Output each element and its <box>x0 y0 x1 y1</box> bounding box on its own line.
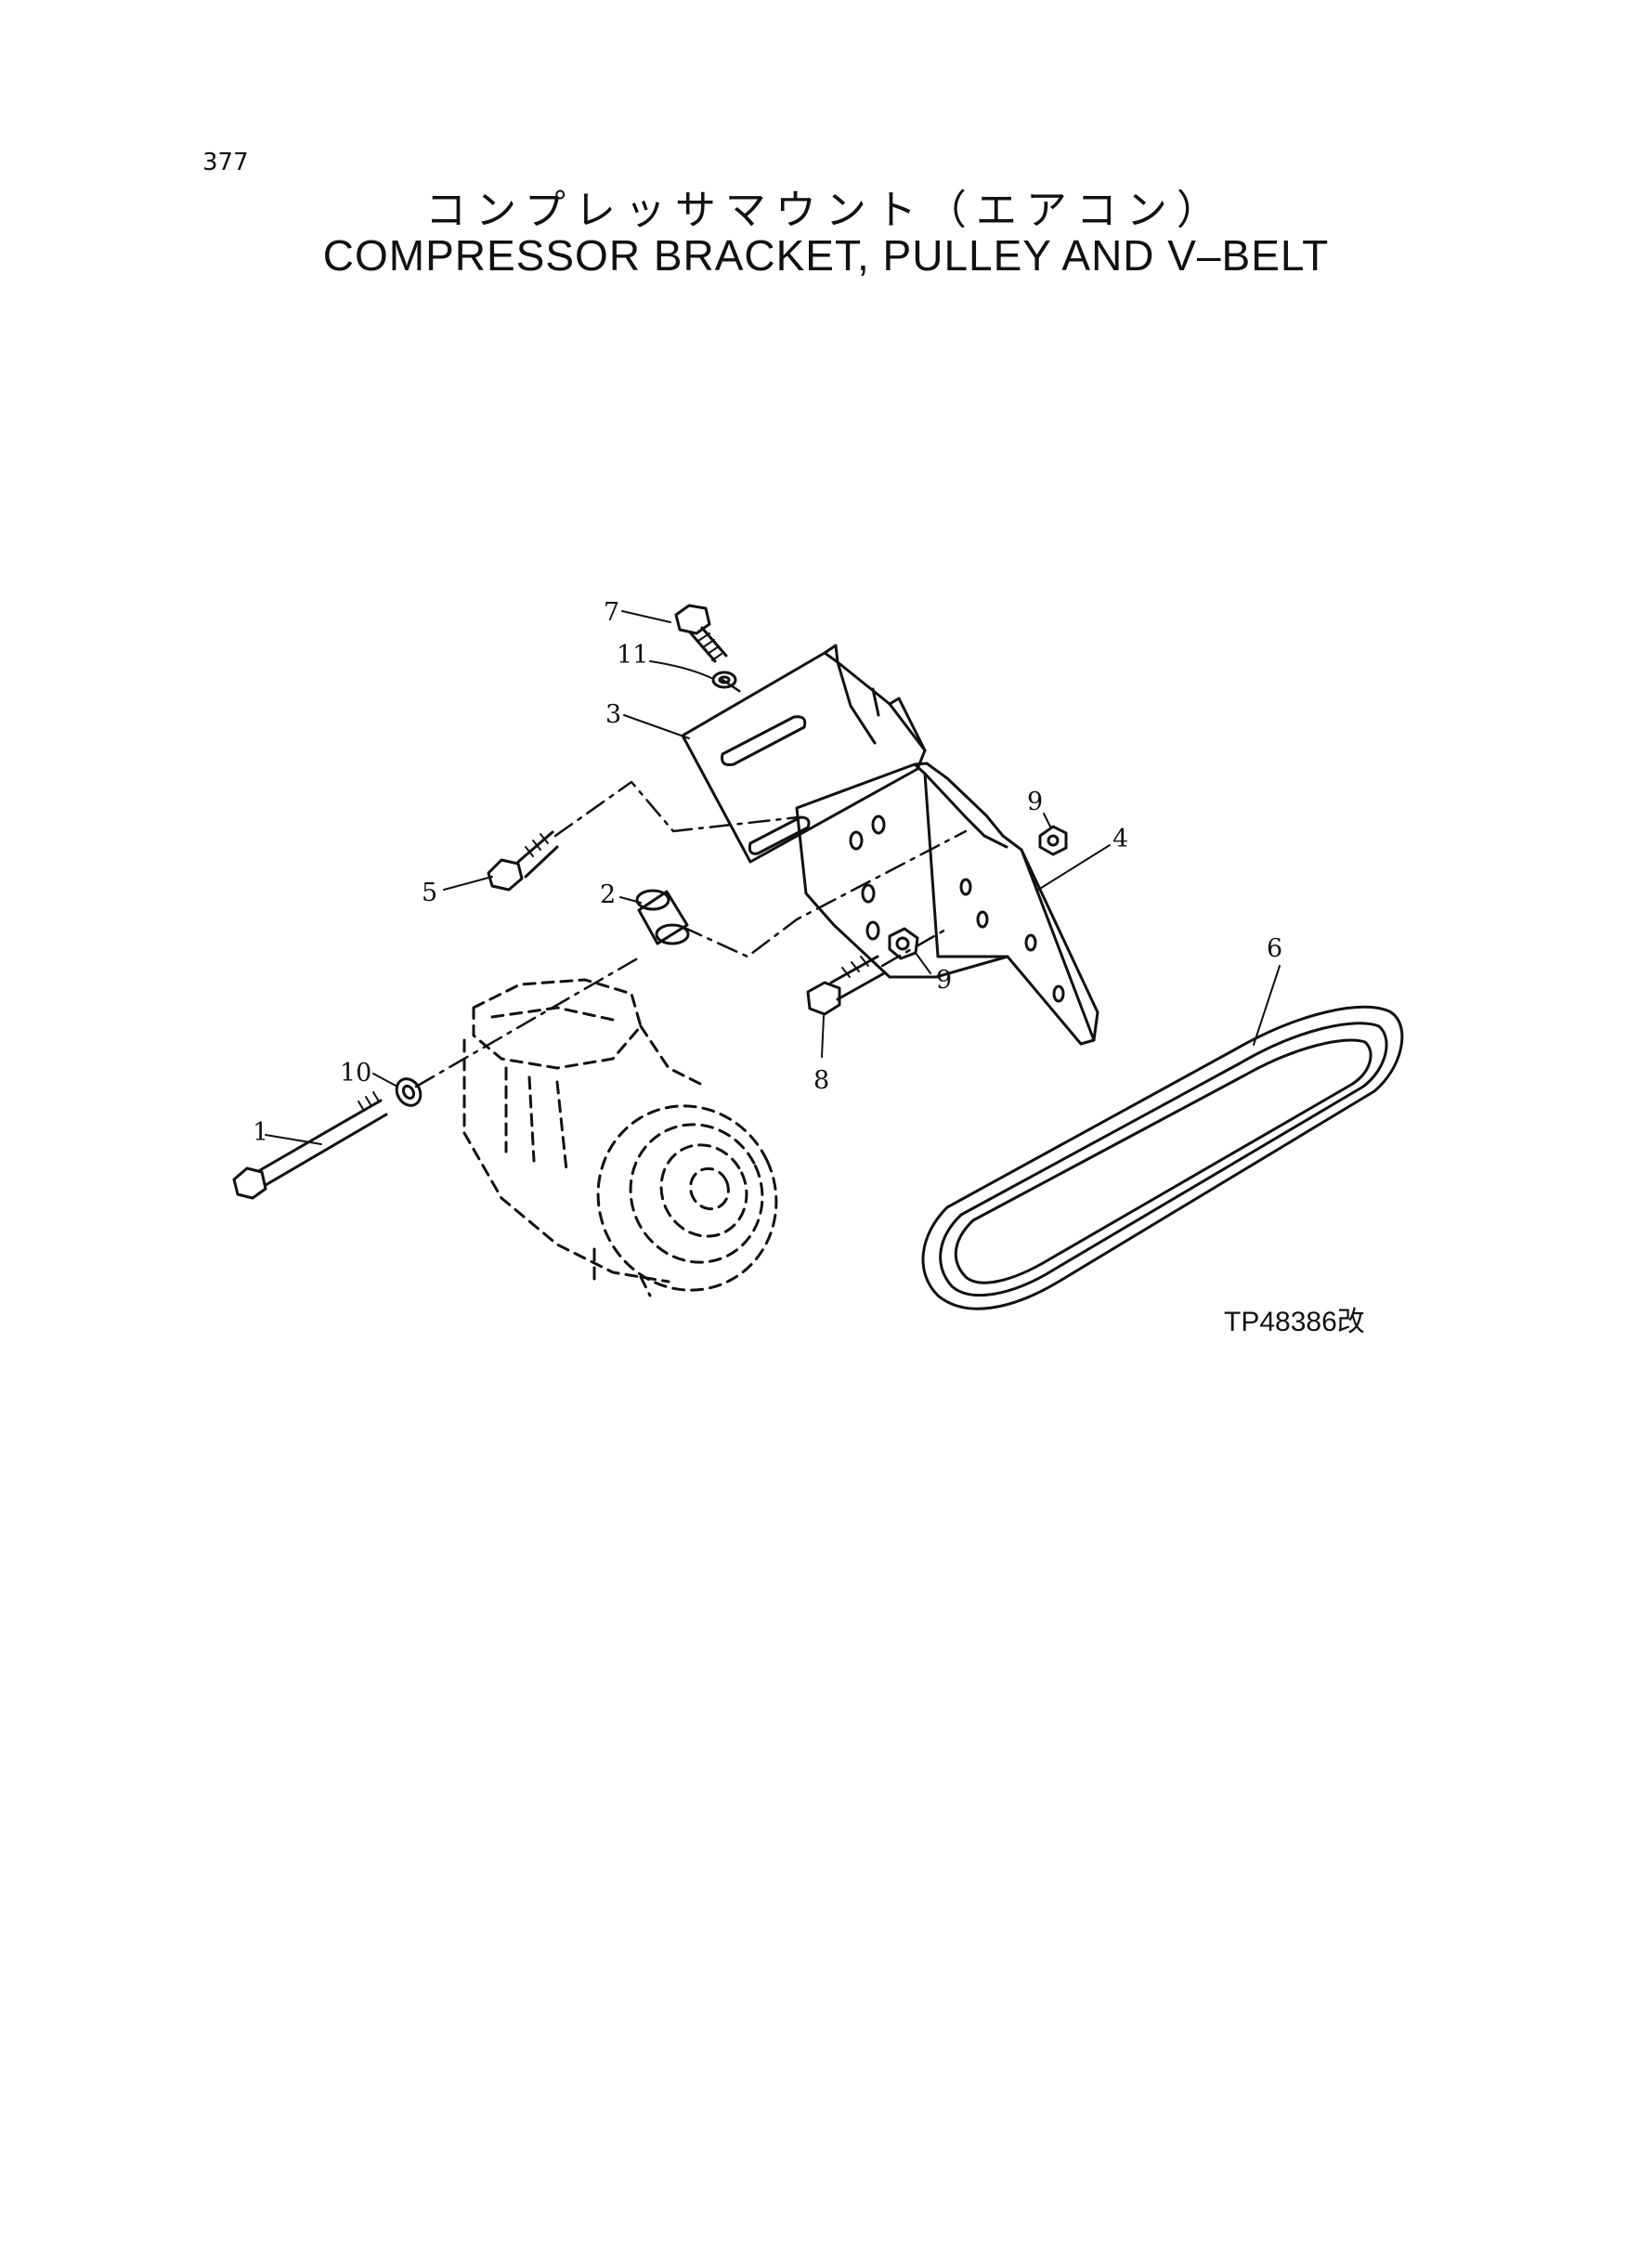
washer-part-10 <box>395 1077 423 1107</box>
callout-5: 5 <box>422 879 437 907</box>
nut-part-9-lower <box>888 927 919 960</box>
spacer-part-2 <box>635 889 690 945</box>
callout-2: 2 <box>600 880 616 909</box>
callout-numbers: 7 11 3 4 9 5 2 6 9 8 10 1 <box>253 598 1282 1147</box>
callout-11: 11 <box>617 641 648 670</box>
callout-6: 6 <box>1267 934 1282 963</box>
callout-8: 8 <box>813 1066 829 1095</box>
callout-3: 3 <box>605 700 621 729</box>
washer-part-11 <box>711 671 737 689</box>
v-belt-part-6 <box>921 1005 1404 1310</box>
title-english: COMPRESSOR BRACKET, PULLEY AND V–BELT <box>322 231 1330 280</box>
nut-part-9-upper <box>1038 825 1068 856</box>
callout-7: 7 <box>604 598 619 627</box>
callout-9-lower: 9 <box>936 966 952 995</box>
bolt-part-1 <box>232 1091 388 1200</box>
callout-10: 10 <box>340 1059 371 1088</box>
bolt-part-8 <box>806 955 886 1016</box>
assembly-lines <box>414 678 968 1088</box>
bracket-part-4 <box>795 762 1099 1046</box>
callout-4: 4 <box>1112 825 1128 853</box>
callout-9-upper: 9 <box>1027 788 1043 816</box>
page-number: 377 <box>202 149 249 176</box>
figure-code: TP48386改 <box>1224 1307 1365 1337</box>
leader-lines <box>265 610 1281 1145</box>
title-japanese: コンプレッサマウント（エアコン） <box>425 187 1227 234</box>
bolt-part-7 <box>674 604 728 663</box>
bolt-part-5 <box>487 830 559 892</box>
callout-1: 1 <box>253 1118 268 1147</box>
compressor-phantom <box>462 978 778 1297</box>
bracket-part-3 <box>681 644 927 864</box>
